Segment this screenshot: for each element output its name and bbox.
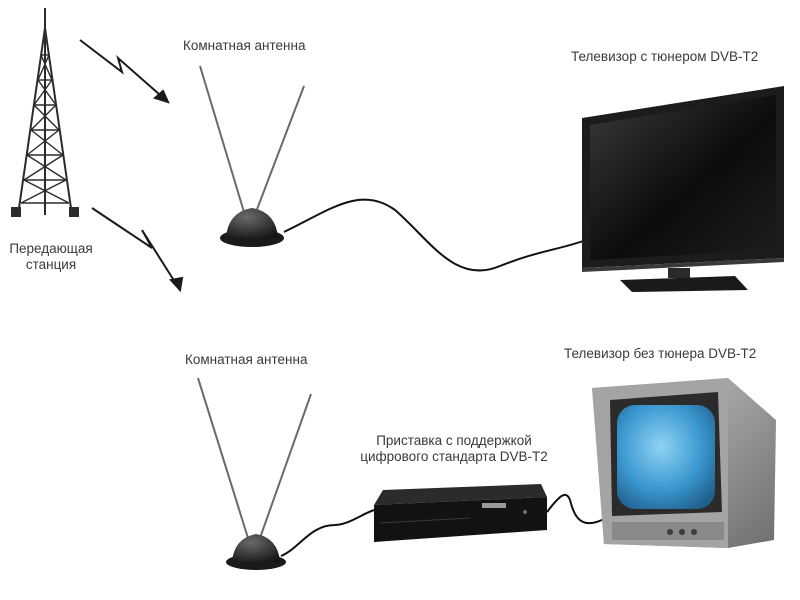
- set-top-box-label-line1: Приставка с поддержкой: [376, 433, 532, 448]
- indoor-antenna-label-top: Комнатная антенна: [183, 38, 306, 53]
- crt-tv-icon: [592, 378, 776, 548]
- set-top-box-label: Приставка с поддержкой цифрового стандар…: [335, 433, 573, 465]
- signal-arrow-bottom-icon: [91, 207, 184, 293]
- indoor-antenna-top-icon: [199, 65, 305, 247]
- cable-box-to-tv: [546, 493, 607, 525]
- set-top-box-label-line2: цифрового стандарта DVB-T2: [360, 449, 548, 464]
- cable-top: [283, 198, 593, 272]
- indoor-antenna-bottom-icon: [197, 377, 312, 570]
- station-label-line1: Передающая: [9, 241, 93, 256]
- tv-without-tuner-label: Телевизор без тюнера DVB-T2: [564, 346, 757, 361]
- indoor-antenna-label-bottom: Комнатная антенна: [185, 352, 308, 367]
- signal-arrow-top-icon: [79, 39, 170, 104]
- transmission-tower-icon: [11, 8, 79, 217]
- cable-antenna-to-box: [280, 509, 375, 557]
- station-label-line2: станция: [25, 257, 77, 272]
- flat-tv-icon: [582, 86, 784, 292]
- set-top-box-icon: [374, 484, 547, 542]
- transmitting-station-label: Передающая станция: [2, 241, 100, 273]
- tv-with-tuner-label: Телевизор с тюнером DVB-T2: [571, 49, 759, 64]
